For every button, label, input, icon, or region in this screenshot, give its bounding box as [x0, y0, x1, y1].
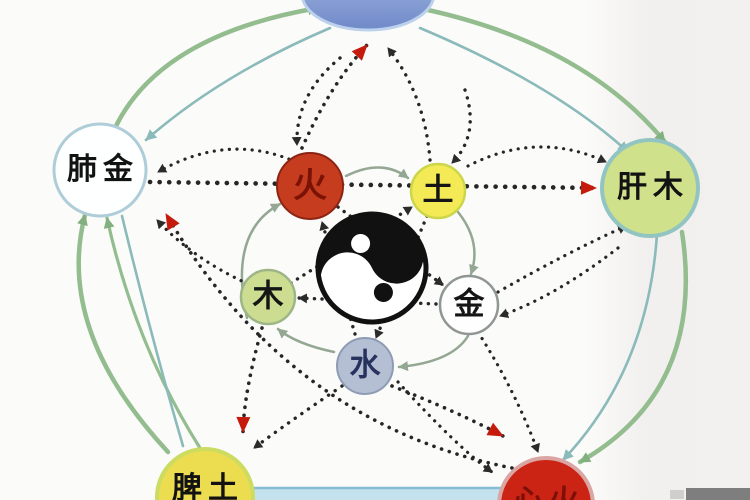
yin-yang-icon	[315, 211, 429, 325]
label-heart-fire: 心火	[507, 487, 585, 500]
corner-gray-bar	[670, 488, 750, 500]
label-metal: 金	[453, 286, 485, 323]
lung-metal-circle	[52, 122, 148, 218]
metal-circle	[438, 274, 500, 336]
label-spleen-earth: 脾土	[172, 471, 244, 500]
water-circle	[336, 337, 394, 395]
kidney-water-circle	[301, 0, 435, 32]
liver-wood-circle	[600, 138, 700, 238]
label-fire: 火	[293, 166, 327, 206]
label-liver-wood: 肝木	[617, 170, 689, 205]
wood-circle	[239, 268, 297, 326]
earth-circle	[409, 162, 467, 220]
fire-circle	[276, 152, 344, 220]
label-water: 水	[349, 347, 381, 384]
label-earth: 土	[422, 172, 454, 209]
heart-fire-circle	[497, 456, 595, 500]
outer-overcoming-arrows	[147, 43, 628, 474]
label-lung-metal: 肺金	[67, 152, 139, 187]
spleen-earth-circle	[155, 447, 255, 500]
label-wood: 木	[252, 278, 284, 315]
bottom-blue-arrow-bar	[246, 486, 502, 500]
outer-generating-cycle-arrows	[76, 4, 689, 465]
